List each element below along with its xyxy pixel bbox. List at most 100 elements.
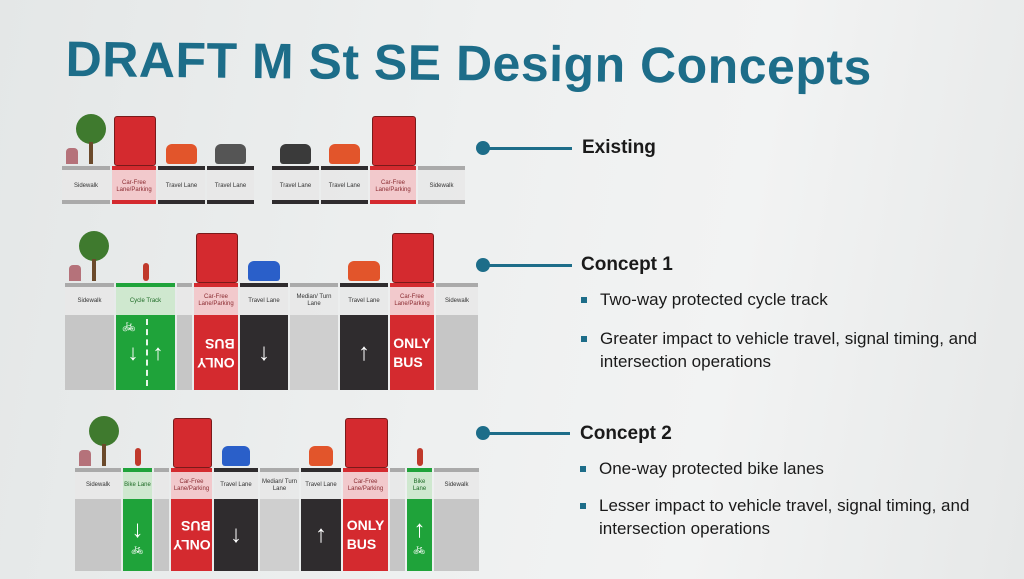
lane-edge <box>123 468 152 472</box>
lane-edge <box>390 283 434 287</box>
lane-label: Median/ Turn Lane <box>290 287 338 315</box>
bullet-item: One-way protected bike lanes <box>580 457 1024 480</box>
lane-pavement <box>436 315 478 390</box>
bus-icon <box>114 116 156 166</box>
bullet-icon <box>580 503 586 509</box>
arrow-down-icon: ↓ <box>230 521 242 548</box>
arrow-up-icon: ↑ <box>315 521 327 548</box>
tree-trunk <box>102 444 106 466</box>
car-icon <box>222 446 250 466</box>
lane-travel: Travel Lane <box>158 166 205 204</box>
lane-pavement: ↑ <box>301 499 341 571</box>
lane-label: Travel Lane <box>240 287 288 315</box>
lane-edge <box>407 468 432 472</box>
lane-bus: Car-Free Lane/Parking <box>370 166 416 204</box>
arrow-down-icon: ↓ <box>127 339 139 365</box>
lane-pavement <box>434 499 479 571</box>
lane-label: Sidewalk <box>65 287 114 315</box>
lane-pavement <box>75 499 121 571</box>
pedestrians-icon <box>79 450 91 466</box>
lane-edge <box>158 200 205 204</box>
bullet-text: Greater impact to vehicle travel, signal… <box>600 329 978 371</box>
car-icon <box>309 446 333 466</box>
tree-icon <box>89 416 119 446</box>
lane-buffer <box>154 468 169 571</box>
lane-label: Travel Lane <box>321 170 368 203</box>
lane-edge <box>418 166 465 170</box>
bullet-text: Two-way protected cycle track <box>600 290 828 309</box>
lane-label: Car-Free Lane/Parking <box>194 287 238 315</box>
lane-edge <box>272 200 319 204</box>
bicycle-icon: 🚲 <box>413 543 426 555</box>
connector-line <box>488 264 572 267</box>
lane-edge <box>75 468 121 472</box>
lane-label: Bike Lane <box>407 472 432 499</box>
lane-edge <box>434 468 479 472</box>
lane-bike: Bike Lane ↑🚲 <box>407 468 432 571</box>
lane-edge <box>436 283 478 287</box>
lane-label: Travel Lane <box>207 170 254 203</box>
arrow-down-icon: ↓ <box>131 515 144 543</box>
lane-label: Travel Lane <box>158 170 205 203</box>
bus-icon <box>345 418 388 468</box>
car-icon <box>348 261 380 281</box>
lane-label: Car-Free Lane/Parking <box>171 472 212 499</box>
tree-icon <box>76 114 106 144</box>
bus-icon <box>392 233 434 283</box>
lane-label: Cycle Track <box>116 287 175 315</box>
lane-pavement: ↑ <box>340 315 388 390</box>
car-icon <box>215 144 246 164</box>
lane-label: Car-Free Lane/Parking <box>112 170 156 203</box>
lane-buffer <box>177 283 192 390</box>
lane-edge <box>240 283 288 287</box>
cyclist-icon <box>134 448 141 466</box>
lane-gap <box>256 170 270 203</box>
lane-edge <box>116 283 175 287</box>
car-icon <box>329 144 360 164</box>
lane-divider <box>145 319 148 386</box>
lane-edge <box>194 283 238 287</box>
lane-edge <box>65 283 114 287</box>
bullet-icon <box>580 466 586 472</box>
lane-pavement <box>260 499 299 571</box>
arrow-up-icon: ↑ <box>413 515 426 543</box>
tree-trunk <box>92 259 96 281</box>
lane-label: Car-Free Lane/Parking <box>343 472 388 499</box>
lane-edge <box>301 468 341 472</box>
lane-edge <box>321 200 368 204</box>
heading-concept-1: Concept 1 <box>581 254 673 275</box>
lane-edge <box>340 283 388 287</box>
heading-concept-2: Concept 2 <box>580 423 672 444</box>
lane-label: Sidewalk <box>434 472 479 499</box>
arrow-up-icon: ↑ <box>152 339 164 365</box>
lane-bike2: Cycle Track↓↑🚲 <box>116 283 175 390</box>
arrow-up-icon: ↑ <box>358 338 370 366</box>
lane-label: Travel Lane <box>340 287 388 315</box>
lane-edge <box>207 166 254 170</box>
lane-label <box>390 472 405 499</box>
lane-label: Travel Lane <box>301 472 341 499</box>
lane-edge <box>260 468 299 472</box>
lane-travel: Travel Lane↓ <box>240 283 288 390</box>
lane-sidewalk: Sidewalk <box>75 468 121 571</box>
lane-pavement: ↓ <box>240 315 288 390</box>
lane-pavement <box>177 315 192 390</box>
lane-median: Median/ Turn Lane <box>290 283 338 390</box>
lane-edge <box>207 200 254 204</box>
lane-label: Median/ Turn Lane <box>260 472 299 499</box>
lane-sidewalk: Sidewalk <box>418 166 465 204</box>
lane-label: Car-Free Lane/Parking <box>390 287 434 315</box>
lane-label: Travel Lane <box>214 472 258 499</box>
lane-buffer <box>390 468 405 571</box>
lane-travel: Travel Lane <box>321 166 368 204</box>
cyclist-icon <box>416 448 423 466</box>
